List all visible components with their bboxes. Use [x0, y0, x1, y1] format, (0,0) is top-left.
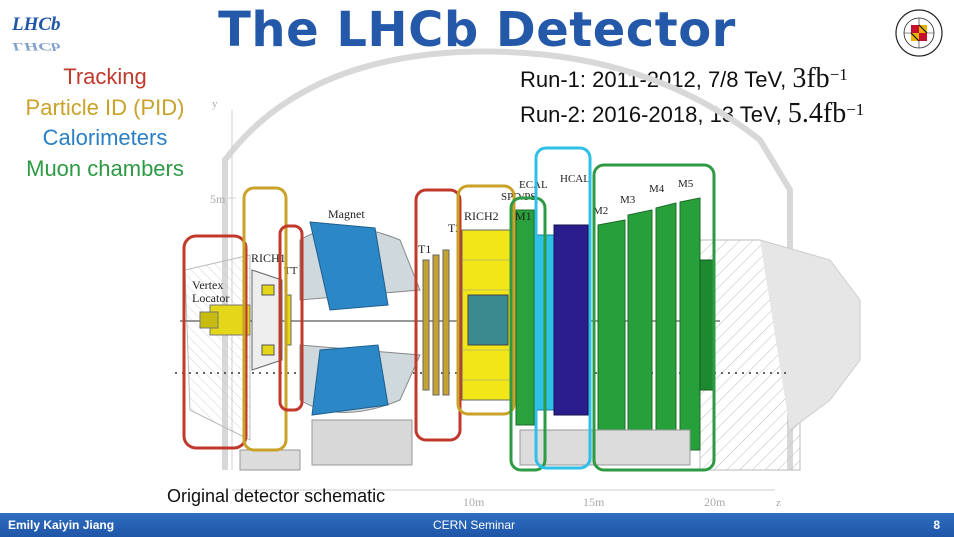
vertex-shielding — [184, 254, 251, 441]
legend-tracking: Tracking — [63, 64, 147, 89]
svg-text:LHCb: LHCb — [11, 14, 61, 35]
m1-station — [515, 209, 535, 426]
run1-lumi: 3fb — [792, 63, 830, 94]
magnet-coil-bottom — [311, 344, 389, 416]
muon-stations — [597, 197, 715, 451]
legend-calorimeters: Calorimeters — [42, 125, 168, 150]
footer-author: Emily Kaiyin Jiang — [8, 518, 115, 532]
outline-t-stations-tracking — [414, 188, 462, 442]
label-rich2: RICH2 — [464, 209, 499, 223]
legend-muon: Muon chambers — [26, 155, 184, 181]
run2-exp: −1 — [846, 100, 865, 119]
label-m4: M4 — [649, 183, 665, 195]
rear-wall — [759, 239, 861, 431]
label-t1: T1 — [418, 242, 431, 256]
tick-10m: 10m — [463, 495, 485, 509]
outline-tt-tracking — [278, 224, 304, 412]
outline-muon-stations — [592, 163, 716, 472]
magnet-support — [311, 419, 413, 466]
outline-calorimeters — [534, 146, 592, 470]
label-rich1: RICH1 — [251, 251, 286, 265]
run-info: Run-1: 2011-2012, 7/8 TeV, 3fb−1 Run-2: … — [520, 62, 864, 132]
label-m3: M3 — [620, 194, 636, 206]
hcal-detector — [553, 224, 589, 416]
calorimeter-support — [519, 429, 691, 466]
footer-event: CERN Seminar — [433, 518, 516, 532]
lhcb-logo: LHCb LHCb — [8, 10, 66, 52]
outline-velo-tracking — [182, 234, 248, 450]
magnet-coil-top — [309, 221, 389, 311]
legend-pid: Particle ID (PID) — [25, 94, 185, 120]
svg-text:LHCb: LHCb — [11, 40, 61, 52]
schematic-caption: Original detector schematic — [167, 486, 386, 506]
detector-schematic: y 5m 10m 15m 20m z — [175, 48, 861, 509]
tick-5m: 5m — [210, 192, 226, 206]
tick-15m: 15m — [583, 495, 605, 509]
university-seal-logo — [895, 9, 943, 57]
label-m2: M2 — [593, 205, 608, 217]
label-locator: Locator — [192, 291, 229, 305]
tick-20m: 20m — [704, 495, 726, 509]
run1-exp: −1 — [829, 65, 848, 84]
label-hcal: HCAL — [560, 173, 590, 185]
label-ecal: ECAL — [519, 179, 548, 191]
footer-bar: Emily Kaiyin Jiang CERN Seminar 8 — [0, 513, 954, 537]
outline-m1-muon — [509, 196, 547, 472]
cavern-outline — [222, 48, 793, 470]
y-axis-label: y — [212, 98, 218, 110]
tracking-stations-t1-t3 — [422, 249, 450, 396]
outline-rich2-pid — [456, 184, 516, 416]
detector-legend: Tracking Particle ID (PID) Calorimeters … — [0, 62, 210, 184]
z-axis-label: z — [776, 497, 781, 509]
label-vertex: Vertex — [192, 278, 223, 292]
label-m1: M1 — [515, 209, 532, 223]
label-m5: M5 — [678, 178, 694, 190]
footer-page-number: 8 — [933, 518, 940, 532]
run2-lumi: 5.4fb — [787, 98, 847, 129]
label-magnet: Magnet — [328, 207, 365, 221]
outline-rich1-pid — [242, 186, 288, 452]
